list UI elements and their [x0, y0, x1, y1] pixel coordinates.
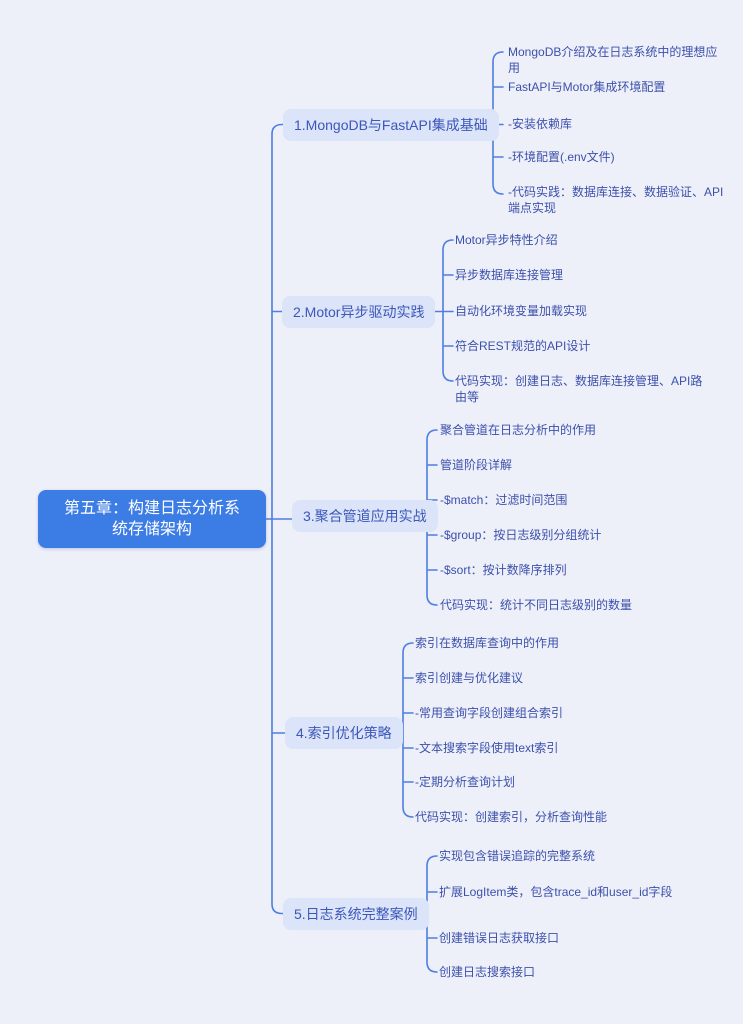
branch-node-5[interactable]: 5.日志系统完整案例	[283, 898, 429, 930]
leaf-node[interactable]: 符合REST规范的API设计	[455, 339, 591, 353]
leaf-node[interactable]: -文本搜索字段使用text索引	[415, 741, 559, 755]
root-node[interactable]: 第五章：构建日志分析系统存储架构	[38, 490, 266, 548]
leaf-node[interactable]: MongoDB介绍及在日志系统中的理想应用	[508, 45, 718, 75]
leaf-node[interactable]: -$sort：按计数降序排列	[440, 563, 567, 577]
leaf-node[interactable]: -安装依赖库	[508, 117, 572, 131]
branch-node-1[interactable]: 1.MongoDB与FastAPI集成基础	[283, 108, 499, 141]
leaf-node[interactable]: 实现包含错误追踪的完整系统	[439, 849, 596, 863]
branch2-connectors	[424, 239, 454, 382]
leaf-node[interactable]: FastAPI与Motor集成环境配置	[508, 80, 666, 94]
branch-node-4[interactable]: 4.索引优化策略	[285, 717, 403, 749]
leaf-node[interactable]: -定期分析查询计划	[415, 775, 515, 789]
leaf-node[interactable]: 索引创建与优化建议	[415, 671, 524, 685]
leaf-node[interactable]: -$group：按日志级别分组统计	[440, 528, 602, 542]
leaf-node[interactable]: 代码实现：创建索引，分析查询性能	[415, 810, 608, 824]
leaf-node[interactable]: 创建错误日志获取接口	[439, 931, 560, 945]
leaf-node[interactable]: Motor异步特性介绍	[455, 233, 558, 247]
leaf-node[interactable]: 管道阶段详解	[440, 458, 513, 472]
leaf-node[interactable]: 代码实现：创建日志、数据库连接管理、API路由等	[455, 374, 703, 404]
leaf-node[interactable]: -常用查询字段创建组合索引	[415, 706, 563, 720]
leaf-node[interactable]: 异步数据库连接管理	[455, 268, 564, 282]
leaf-node[interactable]: 自动化环境变量加载实现	[455, 304, 588, 318]
branch-node-2[interactable]: 2.Motor异步驱动实践	[282, 295, 436, 328]
leaf-node[interactable]: 聚合管道在日志分析中的作用	[440, 423, 597, 437]
leaf-node[interactable]: 代码实现：统计不同日志级别的数量	[440, 598, 633, 612]
leaf-node[interactable]: 创建日志搜索接口	[439, 965, 536, 979]
leaf-node[interactable]: -代码实践：数据库连接、数据验证、API端点实现	[508, 185, 724, 215]
leaf-node[interactable]: -环境配置(.env文件)	[508, 150, 615, 164]
trunk-connector	[265, 123, 293, 915]
leaf-node[interactable]: -$match：过滤时间范围	[440, 493, 568, 507]
leaf-node[interactable]: 索引在数据库查询中的作用	[415, 636, 560, 650]
leaf-node[interactable]: 扩展LogItem类，包含trace_id和user_id字段	[439, 885, 673, 899]
branch-node-3[interactable]: 3.聚合管道应用实战	[292, 500, 438, 532]
